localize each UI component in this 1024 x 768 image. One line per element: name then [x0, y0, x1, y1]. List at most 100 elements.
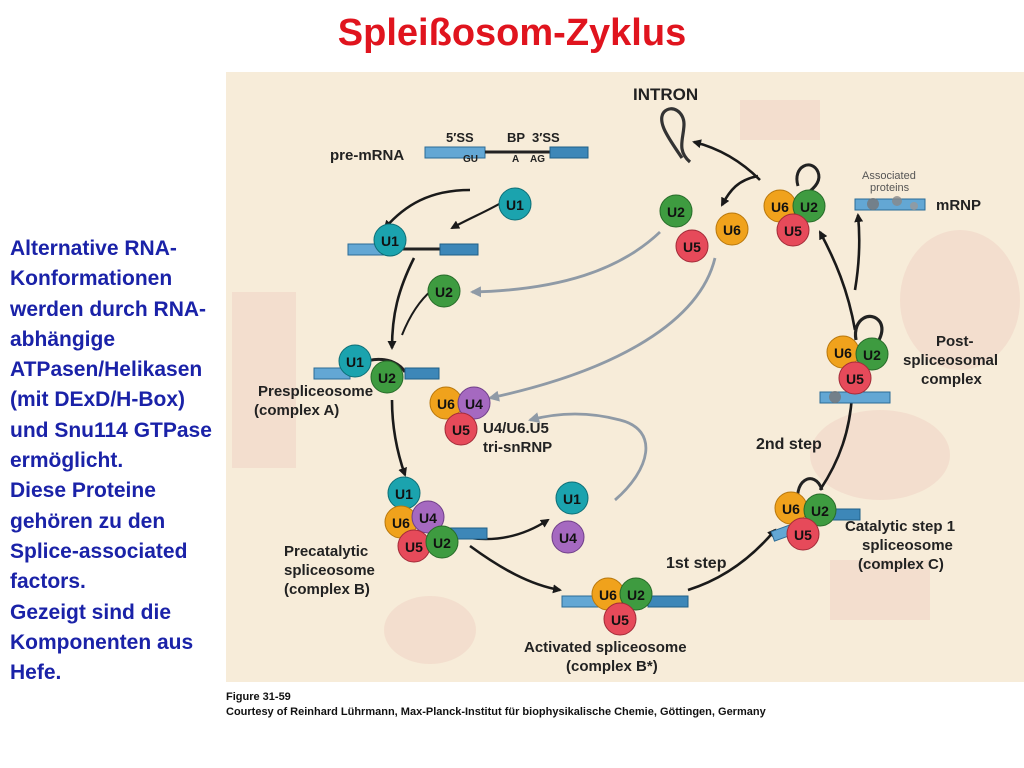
figure-courtesy: Courtesy of Reinhard Lührmann, Max-Planc… — [226, 706, 766, 718]
u5-label: U5 — [405, 539, 423, 555]
pre-mrna-label: pre-mRNA — [330, 147, 404, 164]
u5-label: U5 — [683, 239, 701, 255]
post-label-3: complex — [921, 371, 983, 388]
side-text-line: (mit DExD/H-Box) — [10, 388, 186, 412]
snrnp-u4: U4 — [457, 386, 491, 420]
u6-label: U6 — [723, 222, 741, 238]
side-text-line: Alternative RNA- — [10, 237, 177, 260]
precatalytic-label: Precatalytic — [284, 543, 368, 560]
snrnp-u6: U6 — [384, 505, 418, 539]
pre-mrna — [424, 146, 589, 159]
u4-label: U4 — [419, 510, 437, 526]
u2-label: U2 — [863, 347, 881, 363]
bp-label: BP — [507, 130, 525, 145]
u6-label: U6 — [771, 199, 789, 215]
u1-label: U1 — [381, 233, 399, 249]
tri-snrnp-label-2: tri-snRNP — [483, 439, 552, 456]
snrnp-u5: U5 — [838, 361, 872, 395]
side-text-line: und Snu114 GTPase — [10, 418, 212, 442]
catalytic-label-2: spliceosome — [862, 537, 953, 554]
u5-label: U5 — [794, 527, 812, 543]
tri-snrnp-label: U4/U6.U5 — [483, 420, 549, 437]
u6-label: U6 — [437, 396, 455, 412]
u6-label: U6 — [834, 345, 852, 361]
arrow-post-to-mrnp-up — [853, 213, 864, 291]
arrow-u1-to-presplice — [387, 257, 416, 350]
snrnp-u5: U5 — [444, 412, 478, 446]
u2-label: U2 — [667, 204, 685, 220]
u5-label: U5 — [784, 223, 802, 239]
arrow-post-to-mrnp — [818, 230, 857, 331]
snrnp-u1: U1 — [373, 223, 407, 257]
associated-proteins-label-2: proteins — [870, 182, 910, 194]
snrnp-u1: U1 — [338, 344, 372, 378]
u2-label: U2 — [811, 503, 829, 519]
snrnp-u2: U2 — [792, 189, 826, 223]
side-text-line: Gezeigt sind die — [10, 600, 172, 624]
u1-label: U1 — [506, 197, 524, 213]
catalytic-label: Catalytic step 1 — [845, 518, 955, 535]
u2-label: U2 — [378, 370, 396, 386]
snrnp-u2: U2 — [855, 337, 889, 371]
side-text-line: Diese Proteine — [10, 479, 156, 503]
spliceosome-cycle-figure: pre-mRNA 5′SS BP 3′SS GU A AG INTRON Ass… — [226, 72, 1024, 682]
u5-label: U5 — [846, 371, 864, 387]
side-text-block: Alternative RNA- Konformationen werden d… — [10, 234, 260, 688]
snrnp-u2: U2 — [803, 493, 837, 527]
arrow-activated-to-catalytic — [687, 528, 777, 592]
u2-label: U2 — [627, 587, 645, 603]
u4-label: U4 — [559, 530, 577, 546]
u5-label: U5 — [452, 422, 470, 438]
a-label: A — [512, 154, 519, 165]
step1-label: 1st step — [666, 555, 727, 572]
side-text-line: Splice-associated — [10, 539, 188, 563]
snrnp-u6: U6 — [774, 491, 808, 525]
activated-label: Activated spliceosome — [524, 639, 687, 656]
side-text-line: Hefe. — [10, 661, 62, 685]
catalytic-label-3: (complex C) — [858, 556, 944, 573]
post-label-2: spliceosomal — [903, 352, 998, 369]
step2-label: 2nd step — [756, 436, 822, 453]
snrnp-u6: U6 — [591, 577, 625, 611]
snrnp-u4: U4 — [551, 520, 585, 554]
side-text-line: ATPasen/Helikasen — [10, 358, 203, 382]
snrnp-u5: U5 — [786, 517, 820, 551]
side-text-line: werden durch RNA- — [10, 297, 207, 321]
u1-label: U1 — [563, 491, 581, 507]
post-label: Post- — [936, 333, 974, 350]
snrnp-u1: U1 — [387, 476, 421, 510]
u2-label: U2 — [433, 535, 451, 551]
u6-label: U6 — [782, 501, 800, 517]
arrow-to-intron — [692, 139, 761, 181]
prespliceosome-label: Prespliceosome — [258, 383, 373, 400]
side-text-line: factors. — [10, 570, 86, 594]
gu-label: GU — [463, 154, 478, 165]
u1-label: U1 — [395, 486, 413, 502]
precatalytic-label-3: (complex B) — [284, 581, 370, 598]
side-text-line: gehören zu den — [10, 509, 166, 533]
arrow-premrna-to-u1 — [383, 188, 471, 230]
snrnp-u1: U1 — [555, 481, 589, 515]
arrow-presplice-to-precat — [390, 399, 407, 477]
snrnp-u2: U2 — [425, 525, 459, 559]
u6-label: U6 — [392, 515, 410, 531]
mrnp-molecule — [854, 196, 926, 211]
arrow-catalytic-to-post — [818, 393, 857, 491]
snrnp-u6: U6 — [429, 386, 463, 420]
snrnp-u5: U5 — [675, 229, 709, 263]
associated-proteins-label: Associated — [862, 170, 916, 182]
snrnp-u2: U2 — [659, 194, 693, 228]
arrow-recycle-u4-u1 — [528, 412, 648, 502]
u2-label: U2 — [435, 284, 453, 300]
u2-label: U2 — [800, 199, 818, 215]
activated-label-2: (complex B*) — [566, 658, 658, 675]
arrow-recycle-u2 — [470, 230, 661, 298]
u6-label: U6 — [599, 587, 617, 603]
recycling-arrows — [470, 230, 717, 502]
snrnp-u1: U1 — [498, 187, 532, 221]
snrnp-u2: U2 — [370, 360, 404, 394]
arrow-to-recycled-snrnps — [720, 174, 759, 207]
slide-title: Spleißosom-Zyklus — [337, 12, 687, 54]
cycle-arrows — [383, 139, 864, 594]
snrnp-u5: U5 — [397, 529, 431, 563]
